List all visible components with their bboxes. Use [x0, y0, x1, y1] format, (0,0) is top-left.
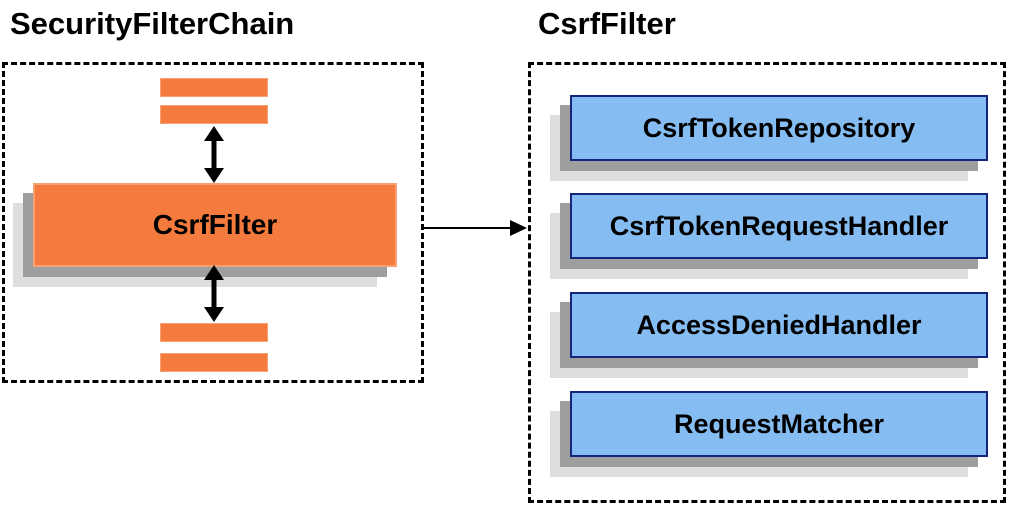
csrf-filter-components-container — [528, 62, 1006, 503]
component-label: RequestMatcher — [673, 408, 885, 439]
component-label: CsrfTokenRepository — [642, 112, 916, 143]
component-label: CsrfTokenRequestHandler — [609, 210, 949, 241]
csrf-filter-box-label: CsrfFilter — [152, 209, 278, 240]
filter-chain-bar-bottom-2 — [160, 353, 268, 372]
component-box-access-denied-handler: AccessDeniedHandler — [570, 292, 988, 358]
security-filter-chain-title: SecurityFilterChain — [10, 6, 295, 41]
security-filter-chain-container — [2, 62, 424, 383]
csrf-filter-title: CsrfFilter — [538, 6, 676, 41]
filter-chain-bar-bottom-1 — [160, 323, 268, 342]
csrf-filter-box: CsrfFilter — [33, 183, 397, 267]
filter-chain-bar-top-2 — [160, 105, 268, 124]
component-label: AccessDeniedHandler — [636, 309, 922, 340]
filter-chain-bar-top-1 — [160, 78, 268, 97]
component-box-request-matcher: RequestMatcher — [570, 391, 988, 457]
arrow-csrf-filter-to-components-icon — [424, 220, 527, 236]
component-box-csrf-token-repository: CsrfTokenRepository — [570, 95, 988, 161]
component-box-csrf-token-request-handler: CsrfTokenRequestHandler — [570, 193, 988, 259]
